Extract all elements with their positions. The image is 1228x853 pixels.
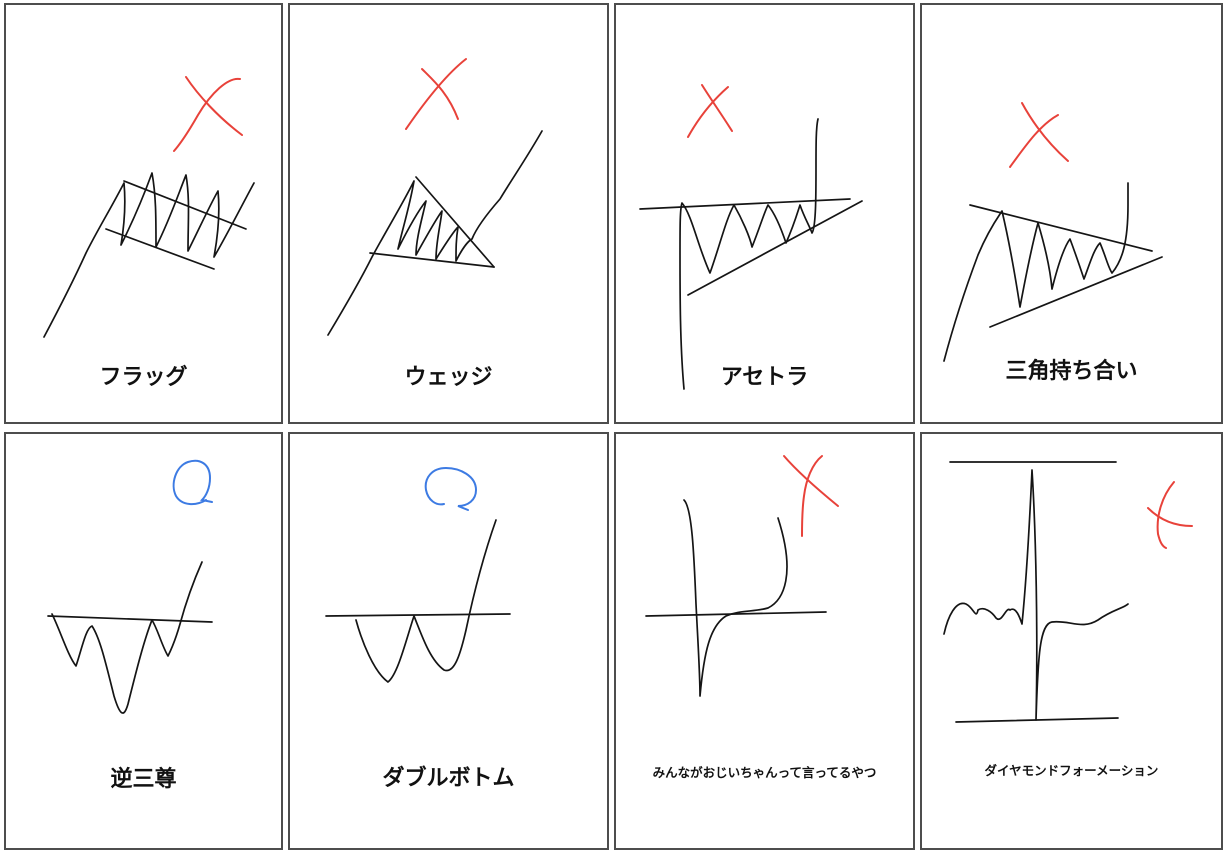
pattern-lines bbox=[43, 172, 255, 338]
cross-mark-icon bbox=[173, 76, 243, 152]
cross-mark-icon bbox=[687, 84, 733, 138]
circle-mark-icon bbox=[424, 466, 478, 511]
pattern-card-ascending-triangle: アセトラ bbox=[614, 3, 915, 424]
pattern-card-inverse-head-shoulders: 逆三尊 bbox=[4, 432, 283, 850]
wedge-pattern-sketch bbox=[327, 58, 543, 336]
inverse-head-shoulders-sketch bbox=[47, 459, 213, 714]
pattern-lines bbox=[325, 519, 511, 683]
double-bottom-sketch bbox=[325, 466, 511, 683]
pattern-lines bbox=[943, 182, 1163, 362]
pattern-lines bbox=[645, 499, 827, 697]
cross-mark-icon bbox=[1147, 481, 1193, 549]
pattern-card-wedge: ウェッジ bbox=[288, 3, 609, 424]
pattern-lines bbox=[47, 561, 213, 714]
pattern-title: アセトラ bbox=[720, 365, 809, 390]
pattern-card-flag: フラッグ bbox=[4, 3, 283, 424]
pattern-card-double-bottom: ダブルボトム bbox=[288, 432, 609, 850]
cross-mark-icon bbox=[783, 455, 839, 537]
pattern-title: 逆三尊 bbox=[110, 767, 177, 792]
diamond-formation-sketch bbox=[943, 461, 1193, 723]
ascending-triangle-sketch bbox=[639, 84, 863, 390]
grandpa-pattern-sketch bbox=[645, 455, 839, 697]
pattern-title: ダイヤモンドフォーメーション bbox=[984, 763, 1159, 778]
pattern-lines bbox=[327, 130, 543, 336]
pattern-title: 三角持ち合い bbox=[1005, 359, 1138, 384]
cross-mark-icon bbox=[405, 58, 467, 130]
pattern-card-grandpa: みんながおじいちゃんって言ってるやつ bbox=[614, 432, 915, 850]
pattern-lines bbox=[639, 118, 863, 390]
circle-mark-icon bbox=[172, 459, 213, 506]
cross-mark-icon bbox=[1009, 102, 1069, 168]
pattern-lines bbox=[943, 461, 1129, 723]
pattern-title: フラッグ bbox=[99, 365, 188, 390]
pattern-card-diamond-formation: ダイヤモンドフォーメーション bbox=[920, 432, 1223, 850]
pattern-title: みんながおじいちゃんって言ってるやつ bbox=[652, 765, 877, 780]
flag-pattern-sketch bbox=[43, 76, 255, 338]
symmetrical-triangle-sketch bbox=[943, 102, 1163, 362]
pattern-title: ダブルボトム bbox=[382, 766, 515, 791]
pattern-card-symmetrical-triangle: 三角持ち合い bbox=[920, 3, 1223, 424]
pattern-title: ウェッジ bbox=[404, 365, 493, 390]
